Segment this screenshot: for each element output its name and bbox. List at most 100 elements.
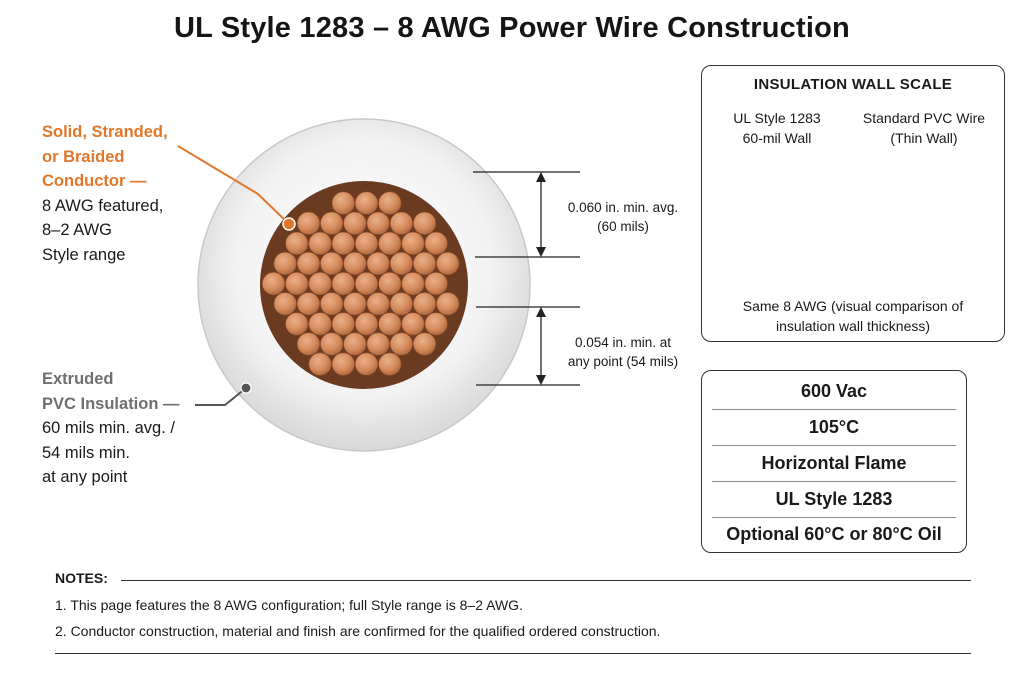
copper-strand (366, 251, 390, 276)
copper-strand (285, 231, 309, 255)
standard-wire-label: Standard PVC Wire (Thin Wall) (854, 108, 994, 148)
main-wire-cross-section (197, 118, 531, 452)
ul1283-label-line-1: UL Style 1283 (733, 110, 821, 126)
copper-strand (320, 211, 344, 235)
scale-caption: Same 8 AWG (visual comparison of insulat… (702, 296, 1004, 336)
notes-divider-top (121, 580, 971, 581)
min-wall-label-line-2: any point (54 mils) (567, 354, 679, 369)
spec-panel: 600 Vac 105°C Horizontal Flame UL Style … (701, 370, 967, 553)
copper-strand (366, 292, 390, 316)
copper-strand (296, 211, 321, 235)
copper-strand (354, 272, 379, 296)
copper-strand (424, 312, 448, 336)
scale-caption-line-2: insulation wall thickness) (775, 318, 931, 334)
copper-strand (273, 292, 297, 316)
copper-strand (320, 332, 344, 356)
copper-strand (285, 312, 309, 336)
copper-strand (436, 292, 460, 316)
copper-strand (389, 251, 414, 276)
copper-strand (354, 231, 379, 255)
copper-strand (308, 312, 332, 336)
insulation-scale-panel: INSULATION WALL SCALE UL Style 1283 60-m… (701, 65, 1005, 342)
copper-strand (320, 292, 344, 316)
copper-strand (378, 352, 402, 376)
copper-strand (401, 312, 425, 336)
copper-strand (389, 332, 414, 356)
insulation-heading-line-1: Extruded (42, 370, 114, 388)
insulation-leader-line (195, 382, 252, 406)
copper-strand (413, 211, 437, 235)
insulation-callout: Extruded PVC Insulation — 60 mils min. a… (42, 367, 180, 490)
copper-strand (424, 272, 448, 296)
copper-strand (366, 332, 390, 356)
copper-strand (401, 231, 425, 255)
note-item: 1. This page features the 8 AWG configur… (55, 597, 523, 613)
copper-strand (424, 231, 448, 255)
copper-strand (378, 272, 402, 296)
copper-strand (401, 272, 425, 296)
ul1283-wire-label: UL Style 1283 60-mil Wall (707, 108, 847, 148)
insulation-body-line-1: 60 mils min. avg. / (42, 419, 175, 437)
min-wall-label: 0.054 in. min. at any point (54 mils) (548, 333, 698, 371)
conductor-body-line-1: 8 AWG featured, (42, 196, 164, 215)
scale-panel-title: INSULATION WALL SCALE (753, 76, 953, 93)
copper-strand (273, 251, 297, 276)
spec-voltage: 600 Vac (712, 374, 956, 410)
insulation-heading-line-2: PVC Insulation — (42, 394, 180, 413)
insulation-body-line-2: 54 mils min. (42, 443, 131, 462)
conductor-strands (262, 191, 460, 376)
conductor-body-line-3: Style range (42, 245, 126, 264)
conductor-heading-line-2: or Braided (42, 147, 125, 166)
copper-strand (343, 292, 367, 316)
conductor-leader-line (177, 145, 296, 231)
copper-strand (308, 272, 332, 296)
insulation-body-line-3: at any point (42, 468, 128, 486)
copper-strand (389, 211, 414, 235)
copper-strand (343, 211, 367, 235)
copper-strand (331, 191, 355, 215)
page-title: UL Style 1283 – 8 AWG Power Wire Constru… (174, 12, 850, 44)
copper-strand (413, 332, 437, 356)
copper-strand (343, 332, 367, 356)
spec-flame: Horizontal Flame (712, 446, 956, 482)
copper-strand (389, 292, 414, 316)
copper-strand (366, 211, 390, 235)
ul1283-label-line-2: 60-mil Wall (742, 130, 812, 146)
copper-strand (413, 251, 437, 276)
conductor-callout: Solid, Stranded, or Braided Conductor — … (42, 120, 168, 267)
copper-strand (378, 312, 402, 336)
copper-strand (308, 352, 332, 376)
notes-heading: NOTES: (55, 570, 108, 586)
notes-divider-bottom (55, 653, 971, 654)
copper-strand (331, 272, 355, 296)
copper-strand (378, 231, 402, 255)
copper-strand (296, 332, 321, 356)
copper-strand (331, 312, 355, 336)
dimension-avg-wall (473, 171, 580, 258)
copper-strand (296, 292, 321, 316)
copper-strand (296, 251, 321, 276)
scale-caption-line-1: Same 8 AWG (visual comparison of (742, 298, 964, 314)
conductor-heading-line-1: Solid, Stranded, (42, 123, 168, 141)
standard-label-line-1: Standard PVC Wire (862, 110, 986, 126)
conductor-heading-line-3: Conductor — (42, 172, 147, 190)
copper-strand (343, 251, 367, 276)
copper-strand (320, 251, 344, 276)
min-wall-label-line-1: 0.054 in. min. at (574, 335, 672, 350)
copper-strand (436, 251, 460, 276)
copper-strand (262, 272, 286, 296)
note-item: 2. Conductor construction, material and … (55, 623, 661, 639)
copper-strand (331, 352, 355, 376)
spec-temperature: 105°C (712, 410, 956, 446)
avg-wall-label-line-1: 0.060 in. min. avg. (567, 200, 679, 215)
copper-strand (354, 191, 379, 215)
copper-strand (354, 312, 379, 336)
copper-strand (331, 231, 355, 255)
conductor-body-line-2: 8–2 AWG (42, 221, 113, 239)
dimension-min-wall (476, 306, 580, 386)
avg-wall-label: 0.060 in. min. avg. (60 mils) (548, 198, 698, 236)
copper-strand (308, 231, 332, 255)
copper-strand (413, 292, 437, 316)
copper-strand (285, 272, 309, 296)
copper-strand (354, 352, 379, 376)
